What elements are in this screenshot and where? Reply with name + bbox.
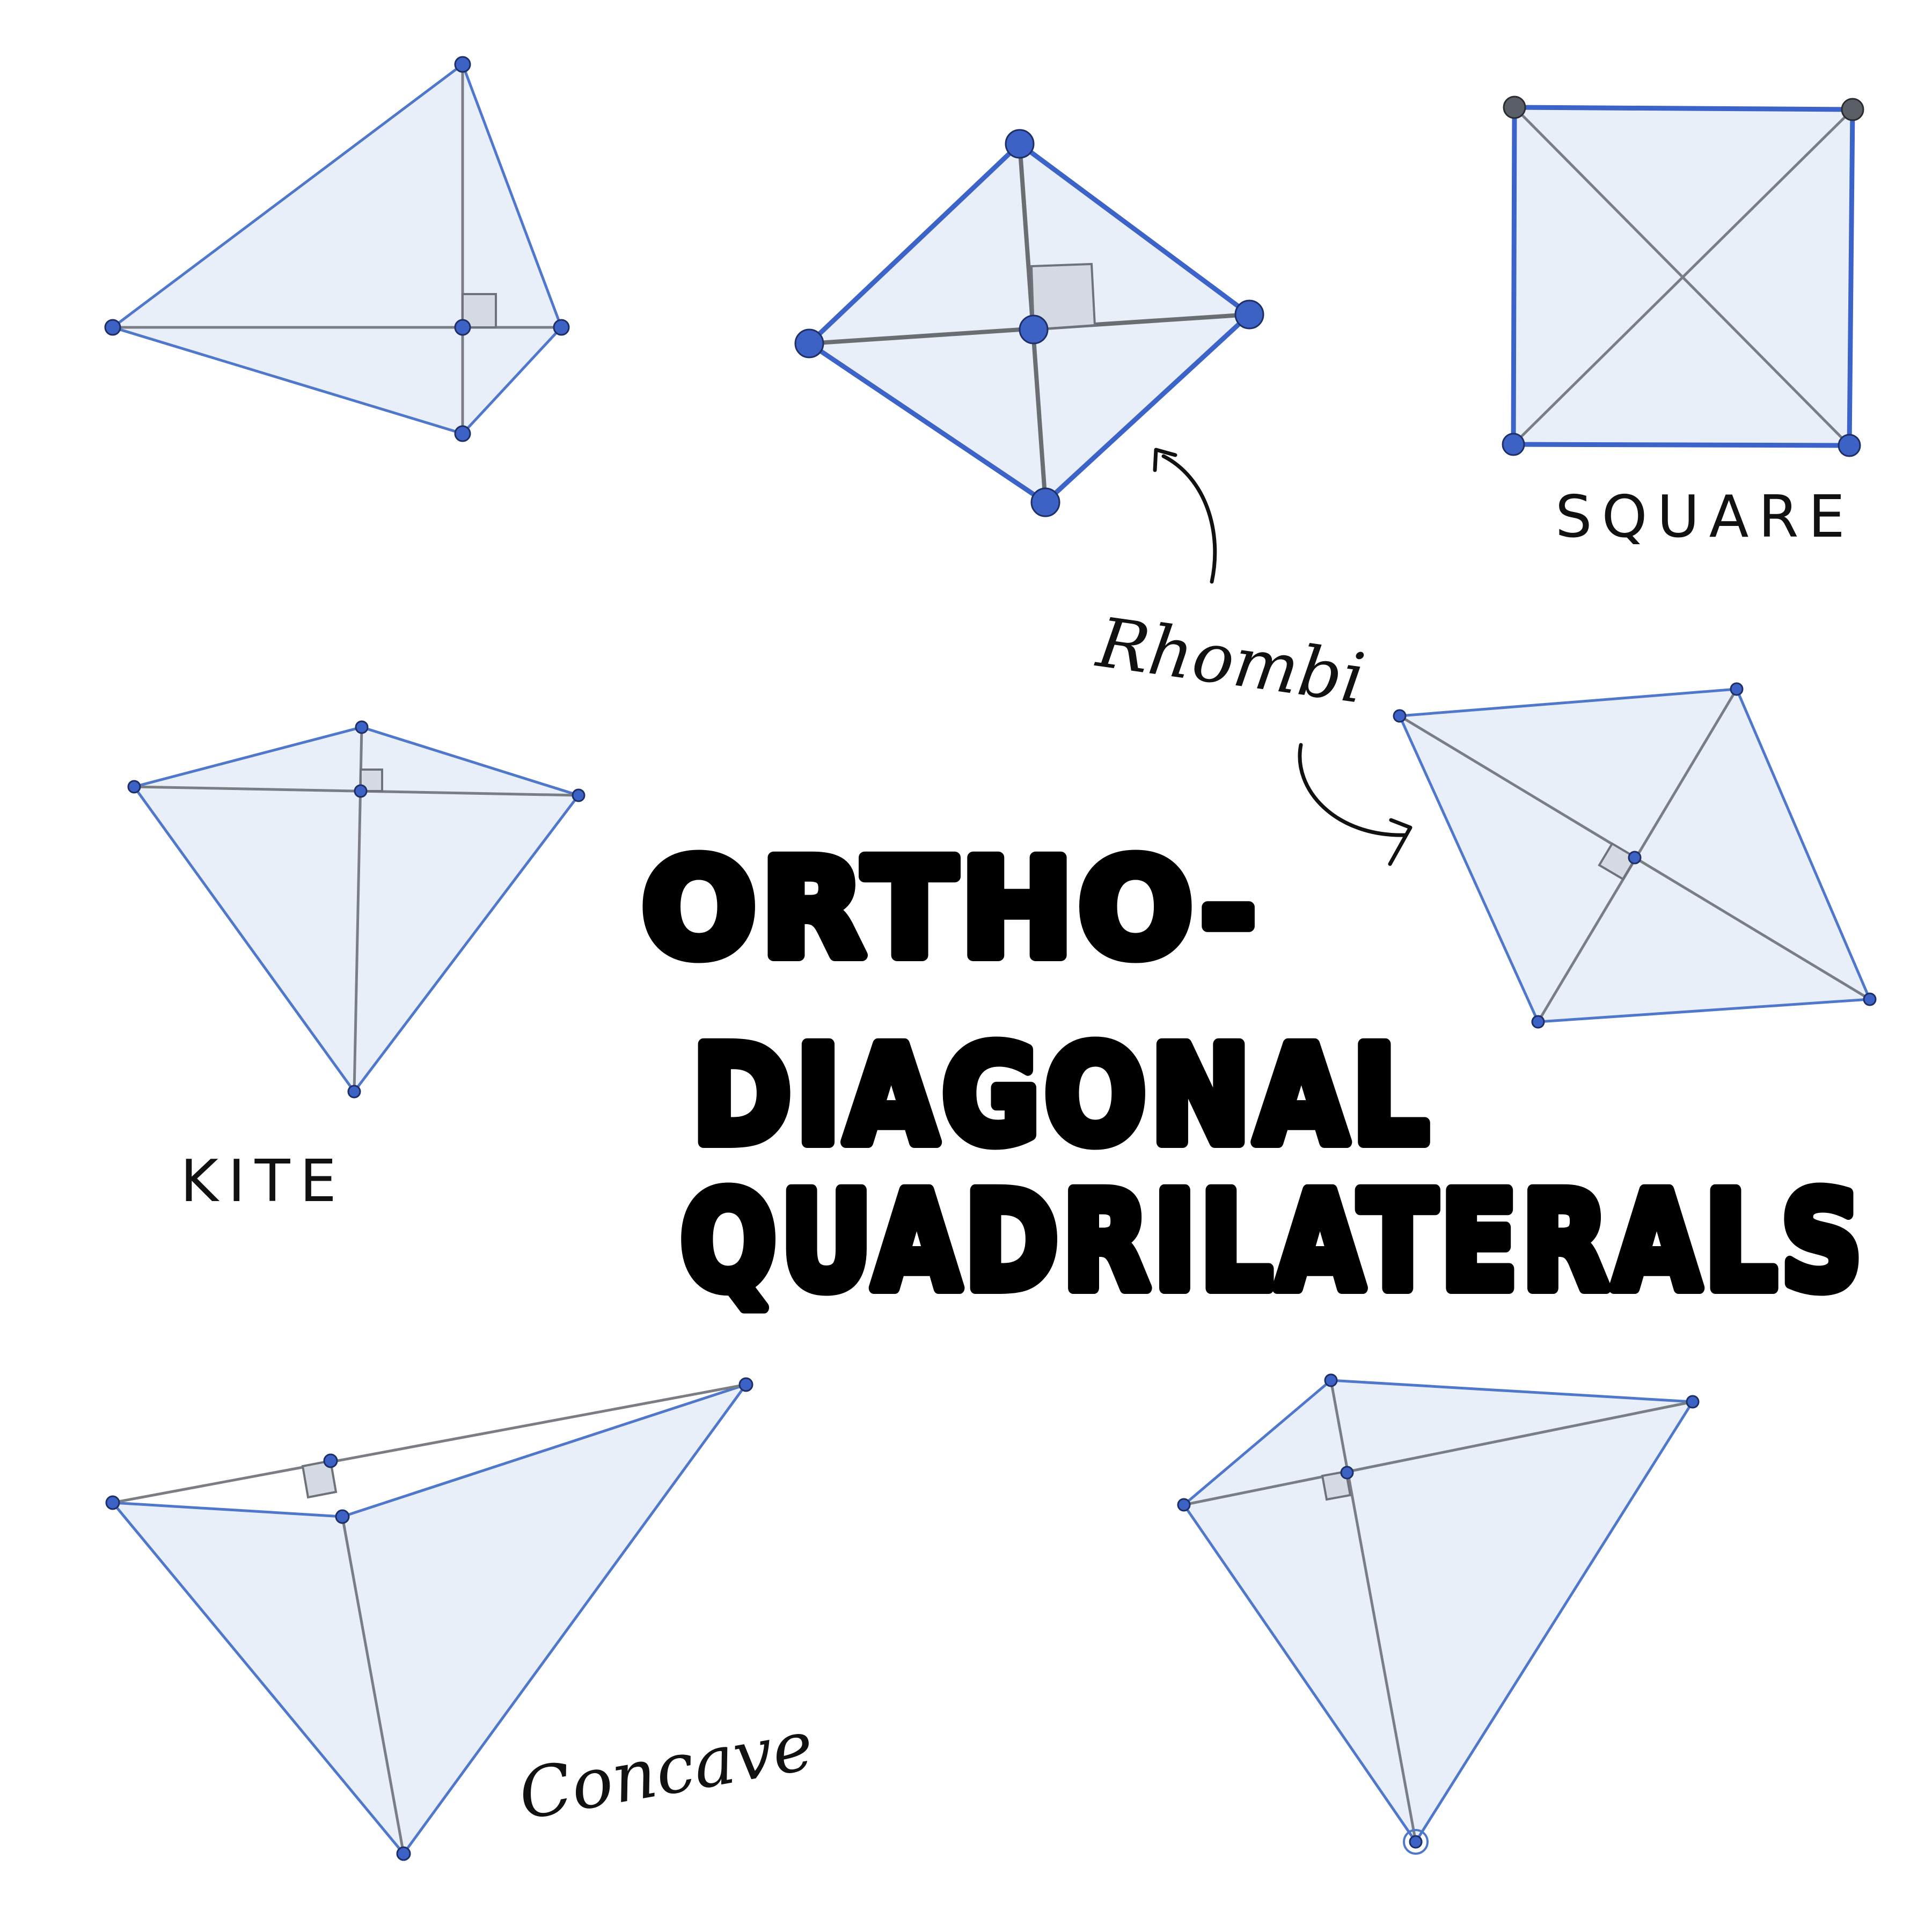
vertex-point[interactable] bbox=[1409, 1835, 1423, 1849]
vertex-point[interactable] bbox=[1863, 992, 1877, 1006]
vertex-point[interactable] bbox=[127, 780, 141, 794]
vertex-point[interactable] bbox=[396, 1846, 411, 1861]
square-top-right bbox=[1502, 96, 1864, 457]
vertex-point[interactable] bbox=[1841, 98, 1864, 121]
intersection-point[interactable] bbox=[454, 319, 471, 336]
intersection-point[interactable] bbox=[1628, 851, 1642, 865]
right-angle-mark bbox=[1321, 1470, 1352, 1501]
vertex-point[interactable] bbox=[347, 1085, 361, 1099]
intersection-point[interactable] bbox=[323, 1453, 338, 1468]
quad-bottom-right-fill bbox=[1184, 1380, 1693, 1842]
vertex-point[interactable] bbox=[1177, 1498, 1191, 1512]
right-angle-mark bbox=[360, 769, 383, 792]
arrow-to-right-rhombus bbox=[1298, 743, 1413, 866]
right-angle-mark bbox=[301, 1459, 338, 1499]
label-rhombi: Rhombi bbox=[1092, 603, 1370, 719]
vertex-point[interactable] bbox=[1730, 682, 1744, 696]
vertex-point[interactable] bbox=[553, 319, 570, 336]
concave-diagonal-2 bbox=[341, 1515, 405, 1855]
vertex-point[interactable] bbox=[738, 1377, 753, 1392]
vertex-point[interactable] bbox=[454, 425, 471, 442]
concave-fill bbox=[113, 1385, 746, 1854]
kite-fill bbox=[134, 727, 579, 1092]
rhombus-middle-right bbox=[1393, 682, 1877, 1029]
title-line-2: DIAGONAL bbox=[692, 1018, 1433, 1174]
quad-top-left-fill bbox=[113, 64, 561, 434]
vertex-point[interactable] bbox=[1005, 129, 1035, 159]
label-kite: KITE bbox=[180, 1148, 346, 1215]
right-angle-mark bbox=[1030, 262, 1096, 331]
quad-bottom-right-diagonal-1 bbox=[1182, 1400, 1694, 1506]
arrow-to-top-rhombus bbox=[1153, 448, 1217, 584]
vertex-point[interactable] bbox=[794, 328, 824, 358]
vertex-point[interactable] bbox=[104, 319, 121, 336]
quad-bottom-right-diagonal-2 bbox=[1329, 1379, 1417, 1843]
quad-top-left bbox=[104, 56, 570, 442]
page-title: ORTHO- DIAGONAL QUADRILATERALS bbox=[636, 825, 1867, 1326]
vertex-point[interactable] bbox=[1030, 487, 1060, 517]
rhombus-top-center bbox=[794, 129, 1264, 517]
intersection-point[interactable] bbox=[1019, 314, 1049, 345]
vertex-point[interactable] bbox=[105, 1495, 120, 1510]
intersection-point[interactable] bbox=[354, 784, 368, 798]
quad-bottom-right bbox=[1177, 1373, 1700, 1855]
vertex-point[interactable] bbox=[1503, 96, 1526, 119]
title-line-1: ORTHO- bbox=[642, 831, 1261, 987]
vertex-point[interactable] bbox=[1686, 1395, 1700, 1409]
right-angle-mark bbox=[1598, 842, 1637, 881]
label-concave: Concave bbox=[513, 1706, 819, 1836]
vertex-point[interactable] bbox=[454, 56, 471, 73]
vertex-point[interactable] bbox=[1838, 434, 1861, 457]
vertex-point[interactable] bbox=[355, 720, 369, 734]
concave-diagonal-1 bbox=[111, 1383, 748, 1504]
vertex-point[interactable] bbox=[335, 1509, 350, 1524]
label-square: SQUARE bbox=[1555, 484, 1855, 551]
vertex-point[interactable] bbox=[1393, 709, 1407, 723]
vertex-point[interactable] bbox=[572, 788, 586, 802]
kite-middle-left bbox=[127, 720, 586, 1099]
intersection-point[interactable] bbox=[1340, 1466, 1354, 1480]
concave-bottom-left bbox=[105, 1377, 753, 1861]
square-diagonal-2 bbox=[1512, 108, 1854, 446]
selected-vertex-ring bbox=[1403, 1829, 1429, 1855]
vertex-point[interactable] bbox=[1531, 1015, 1545, 1029]
title-line-3: QUADRILATERALS bbox=[680, 1163, 1867, 1320]
vertex-point[interactable] bbox=[1502, 433, 1525, 456]
vertex-point[interactable] bbox=[1324, 1373, 1338, 1387]
vertex-point[interactable] bbox=[1234, 299, 1264, 330]
